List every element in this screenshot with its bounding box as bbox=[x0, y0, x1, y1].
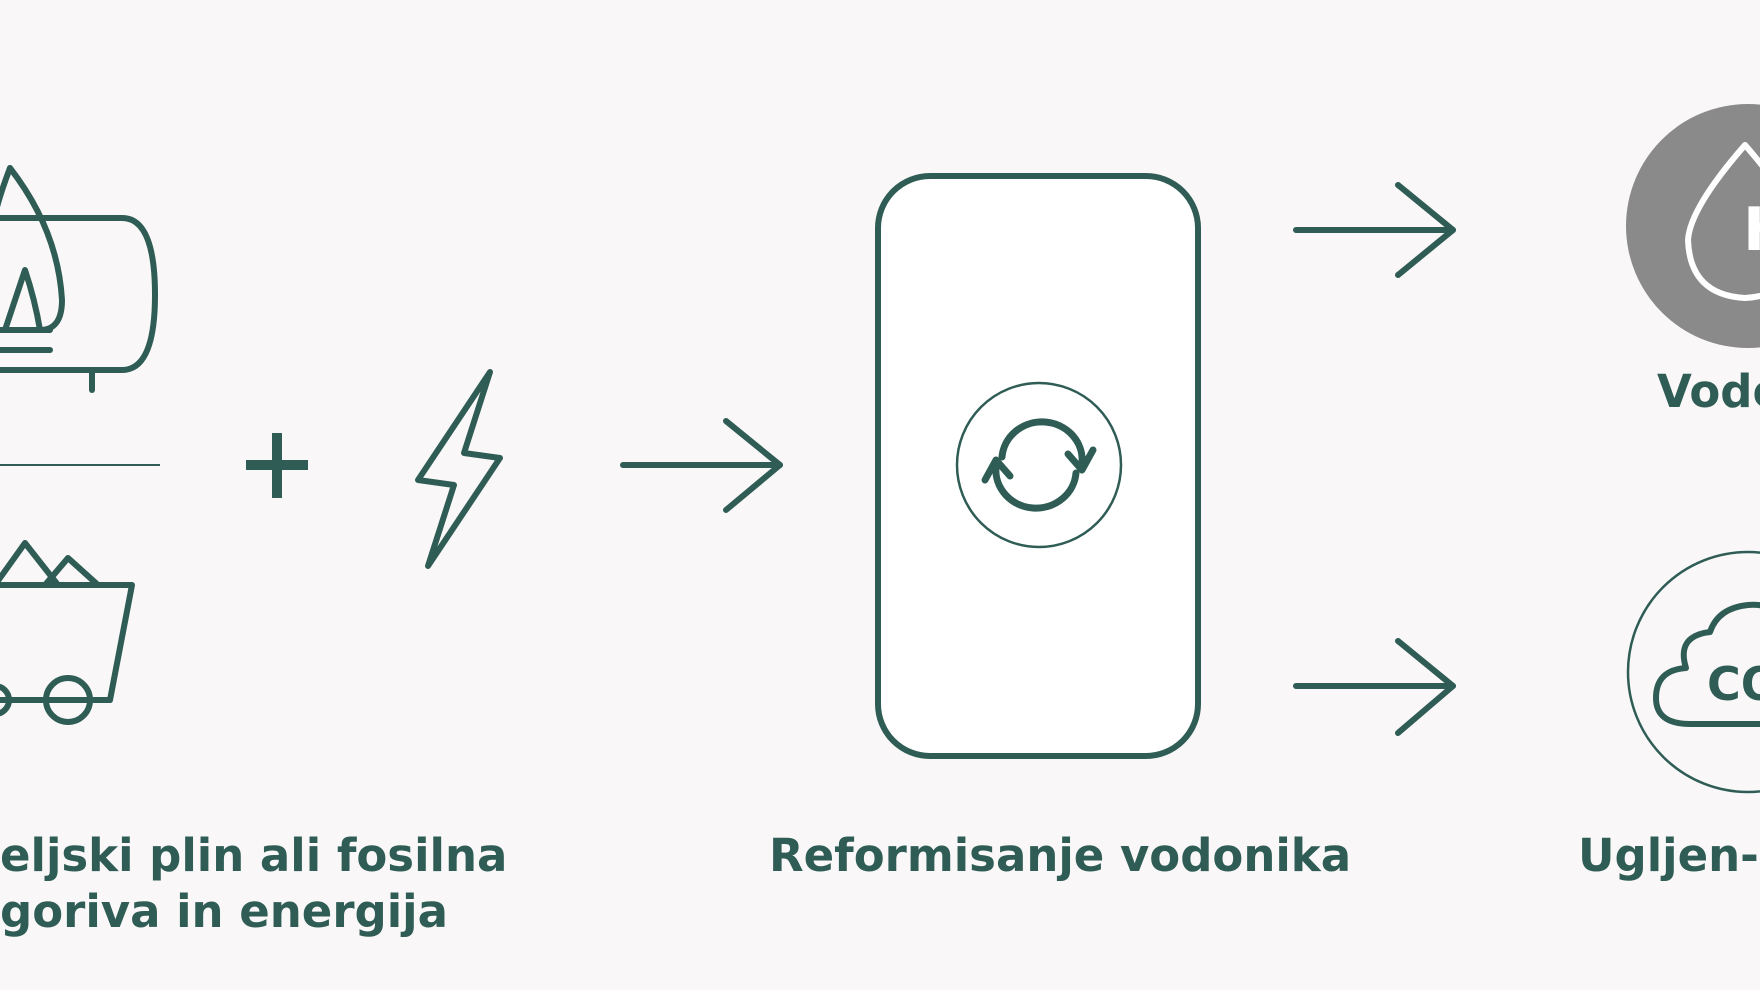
reformer-box bbox=[875, 173, 1201, 759]
hydrogen-drop-icon: H bbox=[1626, 104, 1760, 348]
hydrogen-label: Vodo bbox=[1657, 365, 1760, 418]
co2-text: CO bbox=[1707, 657, 1760, 711]
arrow-right-icon bbox=[620, 418, 783, 513]
gas-tank-with-flame-icon bbox=[0, 165, 158, 393]
arrow-right-icon bbox=[1293, 638, 1456, 736]
co2-cloud-icon: CO bbox=[1626, 550, 1760, 794]
coal-cart-icon bbox=[0, 540, 135, 725]
h2-letter: H bbox=[1743, 195, 1760, 265]
input-label-line2: goriva in energija bbox=[0, 885, 448, 938]
co2-label: Ugljen- bbox=[1578, 829, 1759, 882]
plus-icon bbox=[246, 433, 308, 498]
arrow-right-icon bbox=[1293, 182, 1456, 278]
refresh-cycle-icon bbox=[955, 381, 1123, 549]
input-label-line1: eljski plin ali fosilna bbox=[0, 829, 508, 882]
process-label: Reformisanje vodonika bbox=[769, 829, 1352, 882]
lightning-bolt-icon bbox=[415, 369, 503, 569]
